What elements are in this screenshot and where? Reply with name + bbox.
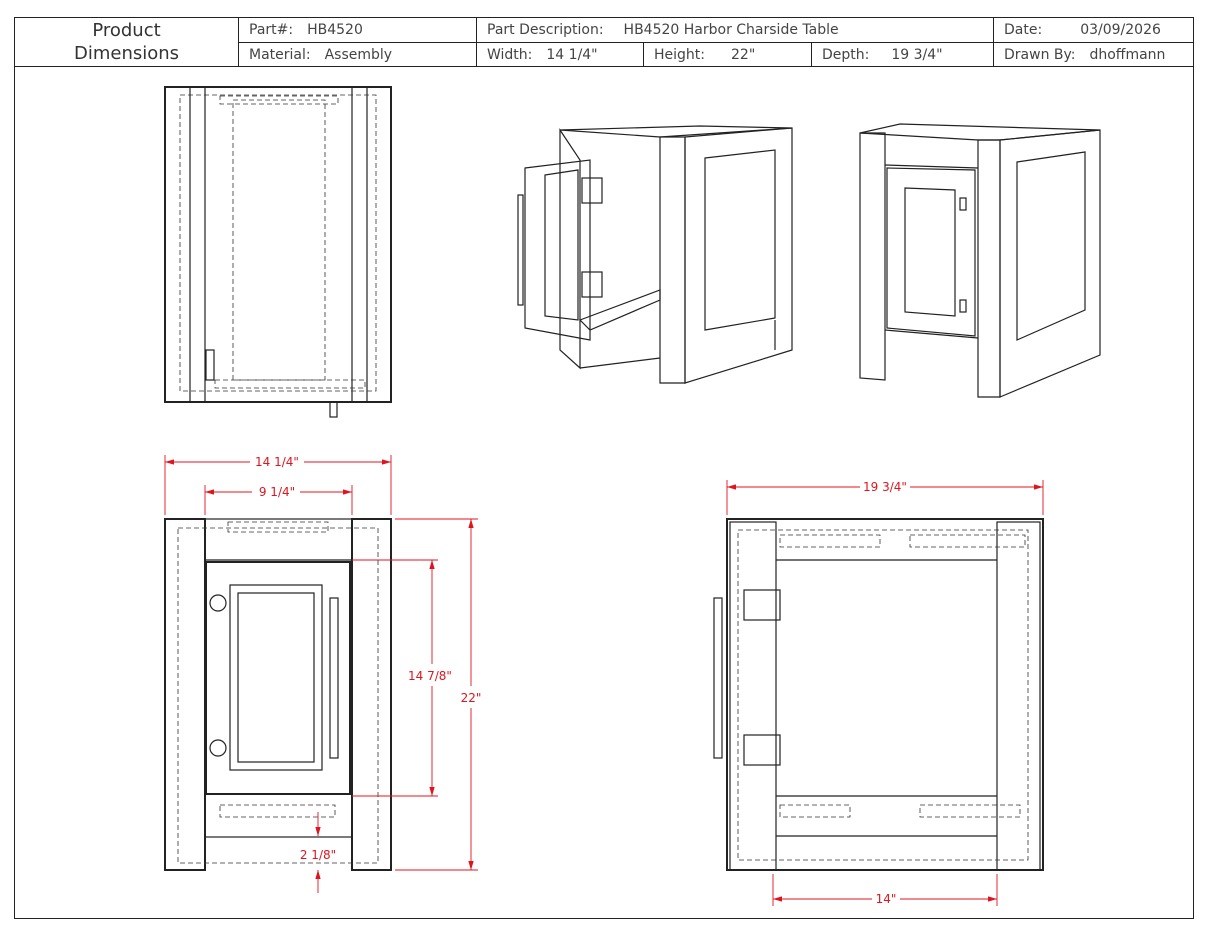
top-view <box>164 86 392 418</box>
description-cell: Part Description: HB4520 Harbor Charside … <box>477 18 994 43</box>
dim-door-height: 14 7/8" <box>408 669 452 683</box>
drawn-by-cell: Drawn By: dhoffmann <box>994 43 1193 67</box>
material-cell: Material: Assembly <box>239 43 477 67</box>
title-line2: Dimensions <box>73 43 180 64</box>
width-cell: Width: 14 1/4" <box>477 43 644 67</box>
drawn-label: Drawn By: <box>1004 46 1076 63</box>
width-value: 14 1/4" <box>546 46 598 63</box>
part-number-cell: Part#: HB4520 <box>239 18 477 43</box>
material-value: Assembly <box>324 46 393 63</box>
dim-inner-width: 9 1/4" <box>259 485 295 499</box>
isometric-view-door-closed <box>859 123 1101 398</box>
dim-inner-depth: 14" <box>876 892 897 906</box>
dim-overall-height: 22" <box>461 691 482 705</box>
depth-value: 19 3/4" <box>891 46 943 63</box>
dim-overall-width: 14 1/4" <box>255 455 299 469</box>
description-label: Part Description: <box>487 22 604 38</box>
dimensions: 14 1/4" 9 1/4" 22" 14 7/8" 2 1/8" 19 3/4… <box>164 455 1044 906</box>
date-cell: Date: 03/09/2026 <box>994 18 1193 43</box>
part-value: HB4520 <box>307 22 363 38</box>
width-label: Width: <box>487 46 533 63</box>
dim-bottom-clearance: 2 1/8" <box>300 848 336 862</box>
height-label: Height: <box>654 46 705 63</box>
title-line1: Product <box>92 20 161 41</box>
drawn-value: dhoffmann <box>1089 46 1166 63</box>
depth-label: Depth: <box>822 46 870 63</box>
description-value: HB4520 Harbor Charside Table <box>623 22 839 38</box>
height-cell: Height: 22" <box>644 43 812 67</box>
depth-cell: Depth: 19 3/4" <box>812 43 994 67</box>
dim-overall-depth: 19 3/4" <box>863 480 907 494</box>
date-value: 03/09/2026 <box>1080 22 1161 38</box>
material-label: Material: <box>249 46 311 63</box>
front-view <box>164 518 392 871</box>
title-block: Product Dimensions <box>15 18 239 67</box>
drawing-sheet: Product Dimensions Part#: HB4520 Material… <box>14 17 1194 919</box>
date-label: Date: <box>1004 22 1043 38</box>
height-value: 22" <box>731 46 756 63</box>
side-view <box>713 518 1044 871</box>
isometric-view-door-open <box>517 125 793 384</box>
part-label: Part#: <box>249 22 294 38</box>
